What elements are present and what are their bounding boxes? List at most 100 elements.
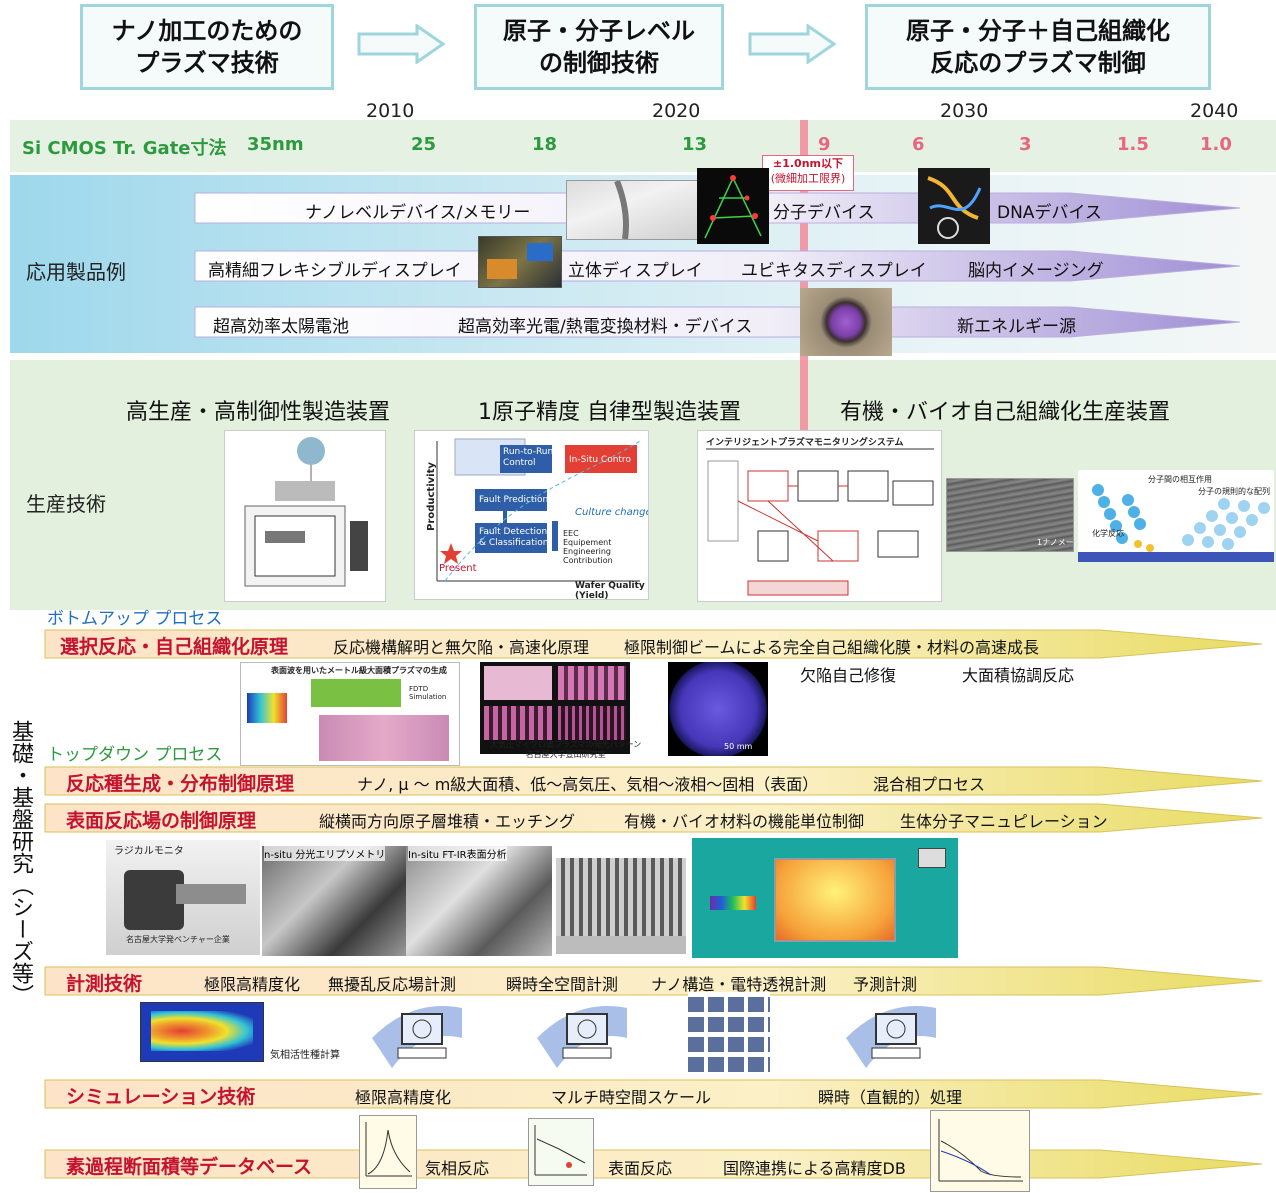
phase-box-3: 原子・分子＋自己組織化 反応のプラズマ制御 (865, 4, 1211, 90)
bar-item: 予測計測 (853, 975, 918, 994)
bar-arrow (44, 803, 1263, 833)
bar-item: 縦横両方向原子層堆積・エッチング (319, 812, 576, 831)
app-item: 分子デバイス (773, 203, 875, 223)
computer-icon (846, 998, 936, 1068)
molecule-label: 分子の規則的な配列 (1198, 487, 1270, 496)
chart-box-label: Run-to-Run Control (503, 447, 554, 468)
scale-label: 1ナノメートル (1037, 538, 1074, 547)
app-item: 超高効率太陽電池 (213, 317, 349, 337)
app-item: 新エネルギー源 (957, 317, 1076, 337)
flexible-display-image (478, 236, 562, 288)
limit-sub: (微細加工限界) (770, 172, 846, 185)
production-heading: 有機・バイオ自己組織化生産装置 (840, 400, 1171, 425)
chart-box-label: In-Situ Contro (569, 455, 631, 465)
bar-arrow (44, 629, 1263, 659)
venture-caption: 名古屋大学発ベンチャー企業 (126, 935, 230, 944)
phase-box-1: ナノ加工のための プラズマ技術 (80, 4, 334, 90)
gate-value: 1.5 (1117, 134, 1149, 155)
chart-eec: EEC Equipement Engineering Contribution (563, 529, 613, 565)
bar-item: 国際連携による高精度DB (723, 1159, 906, 1178)
application-arrow-2 (194, 250, 1241, 282)
measure-caption: ラジカルモニタ (114, 846, 184, 857)
app-item: 立体ディスプレイ (568, 261, 703, 281)
top-down-label: トップダウン プロセス (47, 745, 223, 765)
plasma-disk-image: 50 mm (668, 662, 768, 756)
tem-image: 1ナノメートル (946, 478, 1074, 552)
computer-icon (372, 998, 462, 1068)
pattern-caption: 大気圧マイクロ波プラズマの発光パターン 名古屋大学豊田研究室 (490, 740, 642, 759)
bar-arrow (44, 966, 1263, 996)
reaction-field-diagram (692, 838, 958, 958)
computer-grid-icon (688, 992, 770, 1072)
bar-title: シミュレーション技術 (66, 1086, 256, 1108)
bar-item: 生体分子マニュピレーション (900, 812, 1108, 831)
bar-item: 瞬時全空間計測 (506, 975, 619, 994)
bar-item: 極限高精度化 (355, 1088, 452, 1107)
chart-present: Present (439, 563, 477, 574)
gate-value: 18 (532, 134, 558, 155)
bar-item: 瞬時（直観的）処理 (818, 1088, 963, 1107)
app-item: ナノレベルデバイス/メモリー (305, 203, 531, 223)
gate-value: 3 (1019, 134, 1032, 155)
year-2040: 2040 (1190, 100, 1239, 122)
bar-item: 表面反応 (608, 1159, 673, 1178)
bar-item: マルチ時空間スケール (551, 1088, 712, 1107)
bar-title: 表面反応場の制御原理 (66, 810, 257, 832)
year-2010: 2010 (366, 100, 415, 122)
ftir-image: In-situ FT-IR表面分析 (406, 846, 552, 956)
bottom-up-label: ボトムアップ プロセス (47, 609, 223, 629)
gate-value: 6 (912, 134, 925, 155)
radical-calc-image (140, 1002, 264, 1062)
bar-item: 混合相プロセス (873, 775, 986, 794)
ellipsometry-image: n-situ 分光エリプソメトリ (262, 846, 406, 956)
bar-item: 無擾乱反応場計測 (328, 975, 457, 994)
limit-note-box: ±1.0nm以下 (微細加工限界) (762, 155, 854, 191)
chart-box-label: Fault Detection & Classification (479, 527, 549, 548)
atmospheric-plasma-image (480, 662, 630, 754)
limit-note: ±1.0nm以下 (773, 157, 843, 170)
measure-caption: n-situ 分光エリプソメトリ (264, 846, 386, 861)
limit-line (800, 120, 808, 600)
bar-item: ナノ構造・電特透視計測 (651, 975, 827, 994)
app-item: 超高効率光電/熱電変換材料・デバイス (458, 317, 753, 337)
app-item: ユビキタスディスプレイ (741, 261, 927, 281)
bar-title: 反応種生成・分布制御原理 (66, 773, 295, 795)
molecule-label: 化学反応 (1092, 529, 1124, 538)
chart-box-label: Fault Prediction (479, 495, 549, 505)
molecule-label: 分子間の相互作用 (1148, 475, 1212, 484)
plasma-monitoring-diagram: インテリジェントプラズマモニタリングシステム (697, 430, 942, 602)
year-2020: 2020 (652, 100, 701, 122)
plasma-caption: 表面波を用いたメートル級大面積プラズマの生成 (271, 666, 447, 675)
bar-item: 気相反応 (425, 1159, 490, 1178)
bar-arrow (44, 1079, 1263, 1109)
foundation-glow (0, 585, 1276, 785)
bar-item: 極限制御ビームによる完全自己組織化膜・材料の高速成長 (624, 638, 1040, 657)
phase-box-2: 原子・分子レベル の制御技術 (474, 4, 724, 90)
bar-item: 有機・バイオ材料の機能単位制御 (624, 812, 865, 831)
gas-reaction-graph (359, 1115, 417, 1189)
arrow-icon (357, 23, 447, 68)
production-heading: 1原子精度 自律型製造装置 (478, 400, 741, 425)
chart-culture: Culture change (575, 507, 649, 518)
bar-title: 計測技術 (66, 973, 143, 995)
application-arrow-3 (194, 306, 1241, 338)
gate-value: 9 (818, 134, 831, 155)
equipment-diagram (224, 430, 386, 602)
gate-band (10, 120, 1276, 172)
database-graph (930, 1110, 1030, 1192)
energy-source-image (800, 288, 892, 356)
gate-value: 25 (411, 134, 437, 155)
surface-reaction-graph (528, 1118, 594, 1186)
dna-device-image (918, 168, 990, 244)
bar-title: 素過程断面積等データベース (66, 1156, 313, 1178)
molecular-device-image (697, 168, 769, 244)
productivity-chart: Productivity Run-to-Run Control In-Situ … (414, 430, 649, 600)
bar-item: 極限高精度化 (204, 975, 301, 994)
year-2030: 2030 (940, 100, 989, 122)
chart-xlabel: Wafer Quality (Yield) (575, 581, 645, 600)
gate-value: 1.0 (1200, 134, 1232, 155)
extra-item: 欠陥自己修復 (800, 666, 897, 685)
trench-sem-image (556, 858, 686, 954)
production-heading: 高生産・高制御性製造装置 (126, 400, 391, 425)
gate-value: 35nm (247, 134, 304, 155)
